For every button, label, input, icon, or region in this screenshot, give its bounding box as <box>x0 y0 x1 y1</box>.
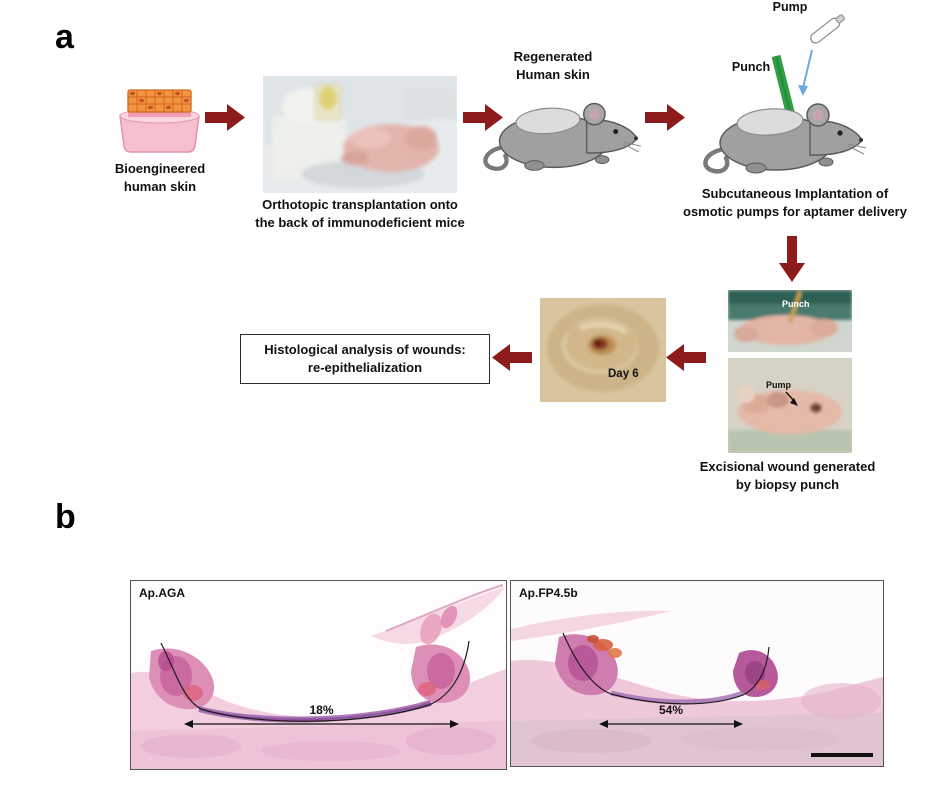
arrow-down-icon <box>779 236 805 282</box>
arrow-right-icon <box>645 104 685 131</box>
punch-photo: Punch <box>728 290 852 352</box>
arrow-left-icon <box>492 344 532 371</box>
arrow-right-icon <box>205 104 245 131</box>
analysis-box-text: Histological analysis of wounds: re-epit… <box>264 342 466 375</box>
mouse-pump-illustration: Pump Punch <box>690 0 875 185</box>
wound-percent: 54% <box>658 703 684 717</box>
wound-percent: 18% <box>309 703 334 717</box>
arrow-left-icon <box>666 344 706 371</box>
pump-capsule <box>810 14 845 44</box>
pump-photo: Pump <box>728 358 852 453</box>
histology-image-ap-aga: Ap.AGA 18% <box>130 580 507 770</box>
panel-a-label: a <box>55 18 74 56</box>
photo-pump-label: Pump <box>766 380 792 390</box>
step4-caption: Subcutaneous Implantation of osmotic pum… <box>683 186 907 219</box>
wound-width-arrow-icon <box>184 720 459 728</box>
mouse-illustration <box>478 88 643 180</box>
panel-b-label: b <box>55 498 76 536</box>
step2-caption: Orthotopic transplantation onto the back… <box>255 197 465 230</box>
scale-bar <box>811 753 873 757</box>
step5-caption: Excisional wound generated by biopsy pun… <box>699 459 876 492</box>
wound-measurement: 18% <box>184 703 459 730</box>
step3-caption: Regenerated Human skin <box>513 49 593 82</box>
step1-caption: Bioengineered human skin <box>114 161 206 194</box>
wound-width-arrow-icon <box>599 720 743 728</box>
wound-measurement: 54% <box>599 703 743 730</box>
skin-construct-illustration <box>112 84 207 162</box>
day6-photo: Day 6 <box>540 298 666 402</box>
transplantation-photo <box>263 76 457 193</box>
histology-left-label: Ap.AGA <box>139 586 185 600</box>
histology-image-ap-fp45b: Ap.FP4.5b 54% <box>510 580 884 767</box>
photo-punch-label: Punch <box>782 299 810 309</box>
analysis-box: Histological analysis of wounds: re-epit… <box>240 334 490 384</box>
histology-right-label: Ap.FP4.5b <box>519 586 578 600</box>
arrow-right-icon <box>463 104 503 131</box>
pump-label: Pump <box>772 0 808 14</box>
day6-label: Day 6 <box>608 368 639 380</box>
punch-label: Punch <box>731 60 771 74</box>
